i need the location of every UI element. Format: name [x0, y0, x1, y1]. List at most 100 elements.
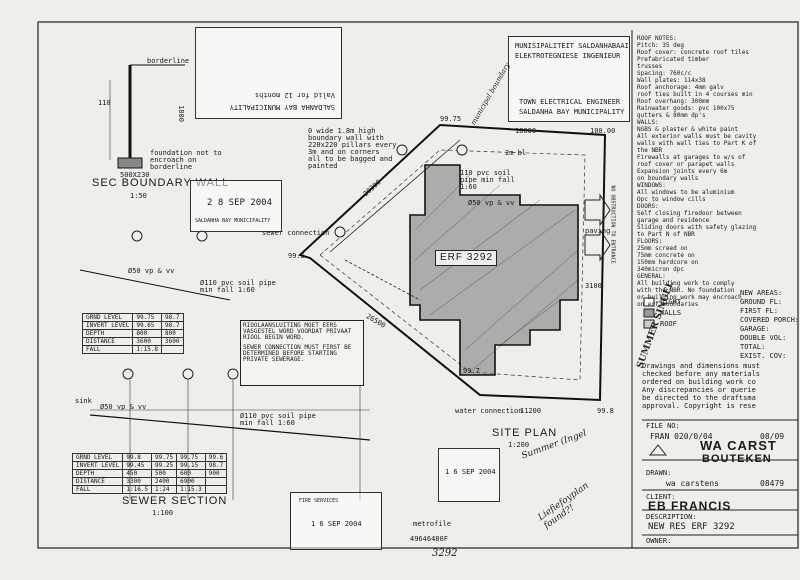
note-line: NGBS & plaster & white paint [637, 126, 739, 133]
file-no-value: FRAN 020/0/04 [650, 432, 713, 441]
note-line: All building work to comply [637, 280, 735, 287]
disclaimer-line: Any discrepancies or querie [642, 386, 756, 394]
paving-label: paving [585, 227, 611, 235]
table-cell: DEPTH [81, 329, 134, 338]
sewer-section-scale: 1:100 [152, 509, 174, 517]
water-connection: water connection [455, 407, 523, 415]
note-line: WALLS: [637, 119, 659, 126]
area-exist: EXIST. COV: [740, 352, 787, 360]
note-line: on erf boundaries [637, 301, 699, 308]
handwriting-erf-number: 3292 [432, 548, 458, 559]
bl-label: 2m bl [505, 149, 527, 157]
area-covered: COVERED PORCH: [740, 316, 800, 324]
table-cell: 1:24 [151, 485, 178, 494]
dim-11200: 11200 [520, 407, 542, 415]
dim-99-75: 99.75 [440, 115, 462, 123]
erf-label-box: ERF 3292 [435, 250, 497, 266]
note-line: GENERAL: [637, 273, 666, 280]
dim-top: 110 [98, 99, 111, 107]
sewer-notice: RIOOLAANSLUITING MOET EERS VASGESTEL WOR… [240, 320, 364, 386]
table-cell: 900 [204, 469, 228, 478]
description-label: DESCRIPTION: [646, 513, 697, 521]
vp-note-site: Ø50 vp & vv [468, 199, 515, 207]
note-line: Roof cover: concrete roof tiles [637, 49, 749, 56]
dim-18000: 18000 [515, 127, 537, 135]
stamp-date-2: 1 6 SEP 2004 [438, 448, 500, 502]
table-cell: 6900 [176, 477, 206, 486]
note-line: Pitch: 35 deg [637, 42, 684, 49]
section-vp-note: Ø50 vp & vv [100, 403, 147, 411]
table-cell: 3300 [122, 477, 153, 486]
metrofile-label: metrofile [413, 520, 451, 528]
table-cell: INVERT LEVEL [81, 321, 134, 330]
sewer-section-title: SEWER SECTION [122, 495, 228, 507]
note-line: or building work may encroach [637, 294, 742, 301]
note-line: the NBR [637, 147, 663, 154]
upper-pipe-note: Ø110 pvc soil pipe min fall 1:60 [200, 279, 276, 294]
note-line: Expansion joints every 6m [637, 168, 728, 175]
dim-base: 500X230 [120, 171, 150, 179]
note-line: walls with wall ties to Part K of [637, 140, 757, 147]
table-cell: DISTANCE [81, 337, 134, 346]
stamp-date-1: 2 8 SEP 2004 SALDANHA BAY MUNICIPALITY [190, 180, 282, 232]
note-line: gutters & 80mm dp's [637, 112, 706, 119]
areas-title: NEW AREAS: [740, 289, 783, 297]
site-plan-scale: 1:200 [508, 441, 530, 449]
file-no-label: FILE NO: [646, 422, 680, 430]
firm-name-2: BOUTEKEN [702, 453, 772, 465]
note-line: DOORS: [637, 203, 659, 210]
note-line: Wall plates: 114x38 [637, 77, 706, 84]
table-cell: GRND LEVEL [81, 313, 134, 322]
file-number: 49646480F [410, 535, 448, 543]
drawn-label: DRAWN: [646, 469, 672, 477]
table-cell [204, 485, 228, 494]
table-cell: FALL [81, 345, 134, 354]
boundary-scale: 1:50 [130, 192, 147, 200]
borderline-label: borderline [147, 57, 190, 65]
table-cell: 98.7 [161, 313, 184, 322]
area-ground: GROUND FL: [740, 298, 783, 306]
drawn-number: 08479 [760, 479, 785, 488]
table-cell: 99.75 [132, 313, 163, 322]
note-line: roof ties built in 4 courses min [637, 91, 753, 98]
site-plan-title: SITE PLAN [492, 427, 558, 439]
area-garage: GARAGE: [740, 325, 770, 333]
note-line: roof cover or parapet walls [637, 161, 735, 168]
note-line: to Part N of NBR [637, 231, 695, 238]
table-cell: 99.65 [132, 321, 163, 330]
foundation-note: foundation not to encroach on borderline [150, 149, 222, 171]
note-line: Opc to window cills [637, 196, 706, 203]
note-line: Firewalls at garages to w/s of [637, 154, 746, 161]
table-cell [204, 477, 228, 486]
date-value: 08/09 [760, 432, 785, 441]
note-line: Roof anchorage: 4mm galv [637, 84, 724, 91]
table-cell: 800 [132, 329, 163, 338]
table-cell: 1:15.3 [176, 485, 206, 494]
drawn-value: wa carstens [666, 479, 719, 488]
note-line: Self closing firedoor between [637, 210, 742, 217]
table-cell: 98.7 [204, 461, 228, 470]
table-cell: 800 [161, 329, 184, 338]
note-line: All exterior walls must be cavity [637, 133, 757, 140]
note-line: garage and residence [637, 217, 710, 224]
pipe-note-1: 110 pvc soil pipe min fall 1:60 [460, 169, 515, 191]
table-cell: 600 [176, 469, 206, 478]
table-cell: 99.6 [204, 453, 228, 462]
note-line: Roof overhang: 300mm [637, 98, 710, 105]
table-cell [161, 345, 184, 354]
sink-label: sink [75, 397, 92, 405]
note-line: on boundary walls [637, 175, 699, 182]
note-line: Sliding doors with safety glazing [637, 224, 757, 231]
note-line: WINDOWS: [637, 182, 666, 189]
